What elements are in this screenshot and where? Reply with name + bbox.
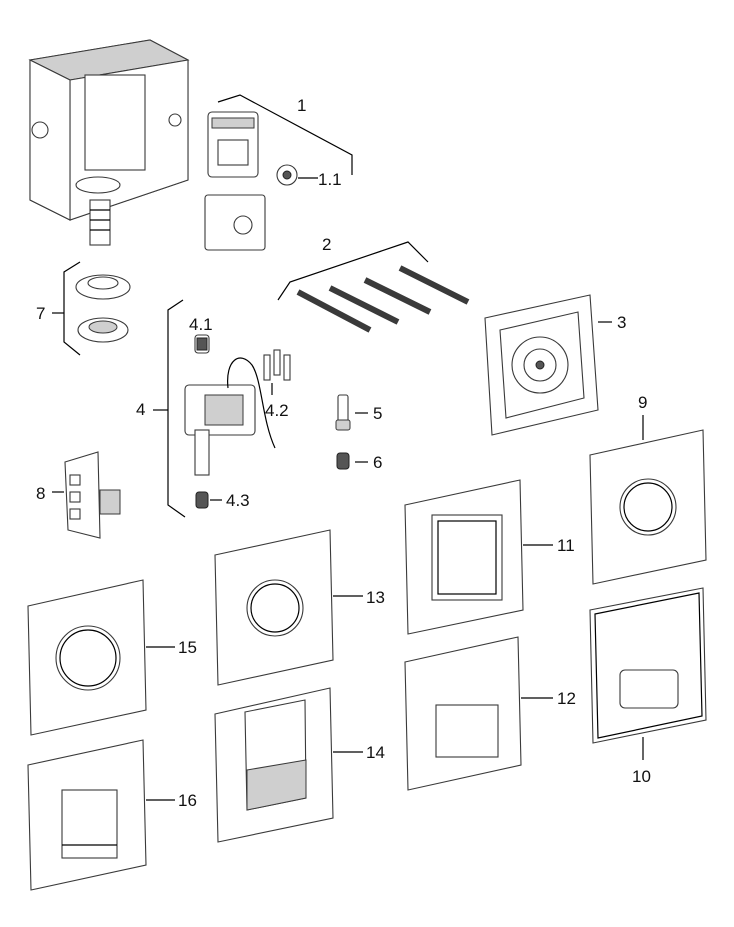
part-13-round-plate — [214, 529, 334, 686]
label-15: 15 — [178, 638, 197, 657]
part-1-valve-assembly — [204, 111, 298, 251]
label-8: 8 — [36, 484, 45, 503]
part-3-mounting-frame — [484, 294, 599, 436]
label-13: 13 — [366, 588, 385, 607]
label-7: 7 — [36, 304, 45, 323]
part-11-square-plate — [404, 479, 524, 635]
label-12: 12 — [557, 689, 576, 708]
part-15-round-plate — [27, 579, 147, 736]
label-14: 14 — [366, 743, 385, 762]
concealed-housing-box — [28, 39, 190, 246]
label-4-2: 4.2 — [265, 401, 289, 420]
label-11: 11 — [557, 536, 575, 555]
label-4-1: 4.1 — [189, 315, 213, 334]
part-12-sensor-plate — [404, 636, 522, 791]
label-2: 2 — [322, 235, 331, 254]
part-6-sleeve — [336, 452, 350, 470]
label-10: 10 — [632, 767, 651, 786]
bracket-2 — [277, 241, 429, 301]
label-5: 5 — [373, 404, 382, 423]
bracket-7 — [63, 261, 81, 356]
label-4-3: 4.3 — [226, 491, 250, 510]
part-2-screws — [296, 265, 470, 333]
label-1-1: 1.1 — [318, 170, 342, 189]
part-7-seal-rings — [75, 274, 131, 343]
label-1: 1 — [297, 96, 306, 115]
bracket-1 — [217, 94, 353, 175]
label-3: 3 — [617, 313, 626, 332]
label-6: 6 — [373, 453, 382, 472]
part-5-adapter — [335, 394, 351, 431]
part-4-solenoid-assembly — [184, 334, 291, 509]
part-10-sensor-plate — [589, 587, 707, 744]
part-9-round-plate — [589, 429, 707, 585]
part-16-square-plate — [27, 739, 147, 891]
label-4: 4 — [136, 400, 145, 419]
label-16: 16 — [178, 791, 197, 810]
label-9: 9 — [638, 393, 647, 412]
part-8-bracket — [64, 451, 121, 539]
bracket-4 — [167, 299, 186, 518]
part-14-slim-plate — [214, 687, 334, 843]
